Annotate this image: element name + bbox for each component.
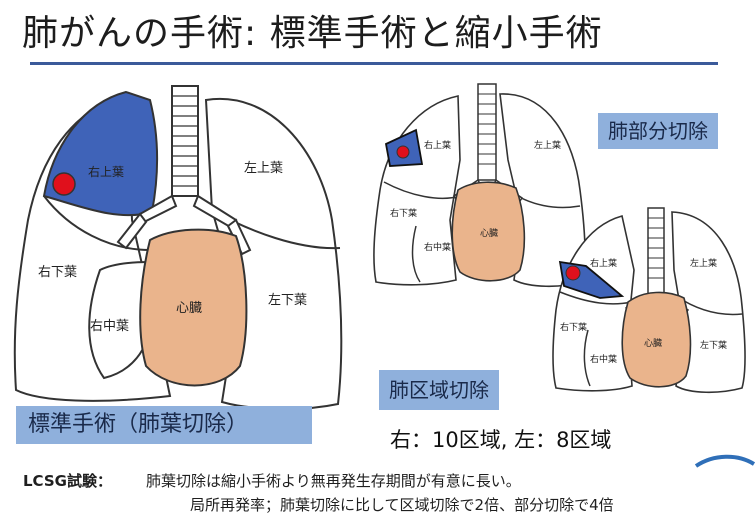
- tumor: [396, 145, 410, 159]
- page-title: 肺がんの手術: 標準手術と縮小手術: [22, 13, 603, 54]
- tumor: [52, 172, 76, 196]
- wedge-resection-caption: 肺部分切除: [598, 113, 718, 149]
- lobe-label: 左上葉: [534, 139, 561, 151]
- lobe-label: 心臓: [480, 228, 498, 239]
- trial-name: LCSG試験：: [23, 472, 112, 490]
- lobe-label: 右下葉: [560, 321, 587, 333]
- label-left-upper: 左上葉: [244, 161, 283, 176]
- corner-logo-icon: [694, 454, 755, 468]
- lobe-label: 右下葉: [390, 207, 417, 219]
- lobe-label: 右中葉: [424, 241, 451, 253]
- label-right-lower: 右下葉: [38, 265, 77, 280]
- lobectomy-caption: 標準手術（肺葉切除）: [16, 406, 312, 444]
- tumor: [565, 265, 581, 281]
- lobe-label: 左上葉: [690, 257, 717, 269]
- label-left-lower: 左下葉: [268, 293, 307, 308]
- title-divider: [30, 62, 718, 65]
- lobe-label: 左下葉: [700, 339, 727, 351]
- lobe-label: 右上葉: [590, 257, 617, 269]
- lobe-label: 心臓: [644, 338, 662, 349]
- segmentectomy-diagram: 右上葉 左上葉 右下葉 右中葉 左下葉 心臓: [552, 207, 746, 394]
- trial-result-line-2: 局所再発率；肺葉切除に比して区域切除で2倍、部分切除で4倍: [190, 496, 614, 514]
- lobe-label: 右中葉: [590, 353, 617, 365]
- segmentectomy-caption: 肺区域切除: [379, 370, 499, 410]
- lobectomy-diagram: 右上葉 左上葉 右下葉 右中葉 左下葉 心臓: [13, 85, 343, 411]
- heart: [139, 228, 248, 387]
- segments-note: 右：10区域, 左：8区域: [390, 428, 612, 452]
- wedge-resection-diagram: 右上葉 左上葉 右下葉 右中葉 心臓: [373, 83, 586, 288]
- right-upper-lobe-resected: [42, 90, 158, 217]
- label-heart: 心臓: [176, 301, 202, 316]
- trial-result-line-1: 肺葉切除は縮小手術より無再発生存期間が有意に長い。: [146, 472, 521, 490]
- label-right-middle: 右中葉: [90, 319, 129, 334]
- label-right-upper: 右上葉: [88, 164, 124, 179]
- lobe-label: 右上葉: [424, 139, 451, 151]
